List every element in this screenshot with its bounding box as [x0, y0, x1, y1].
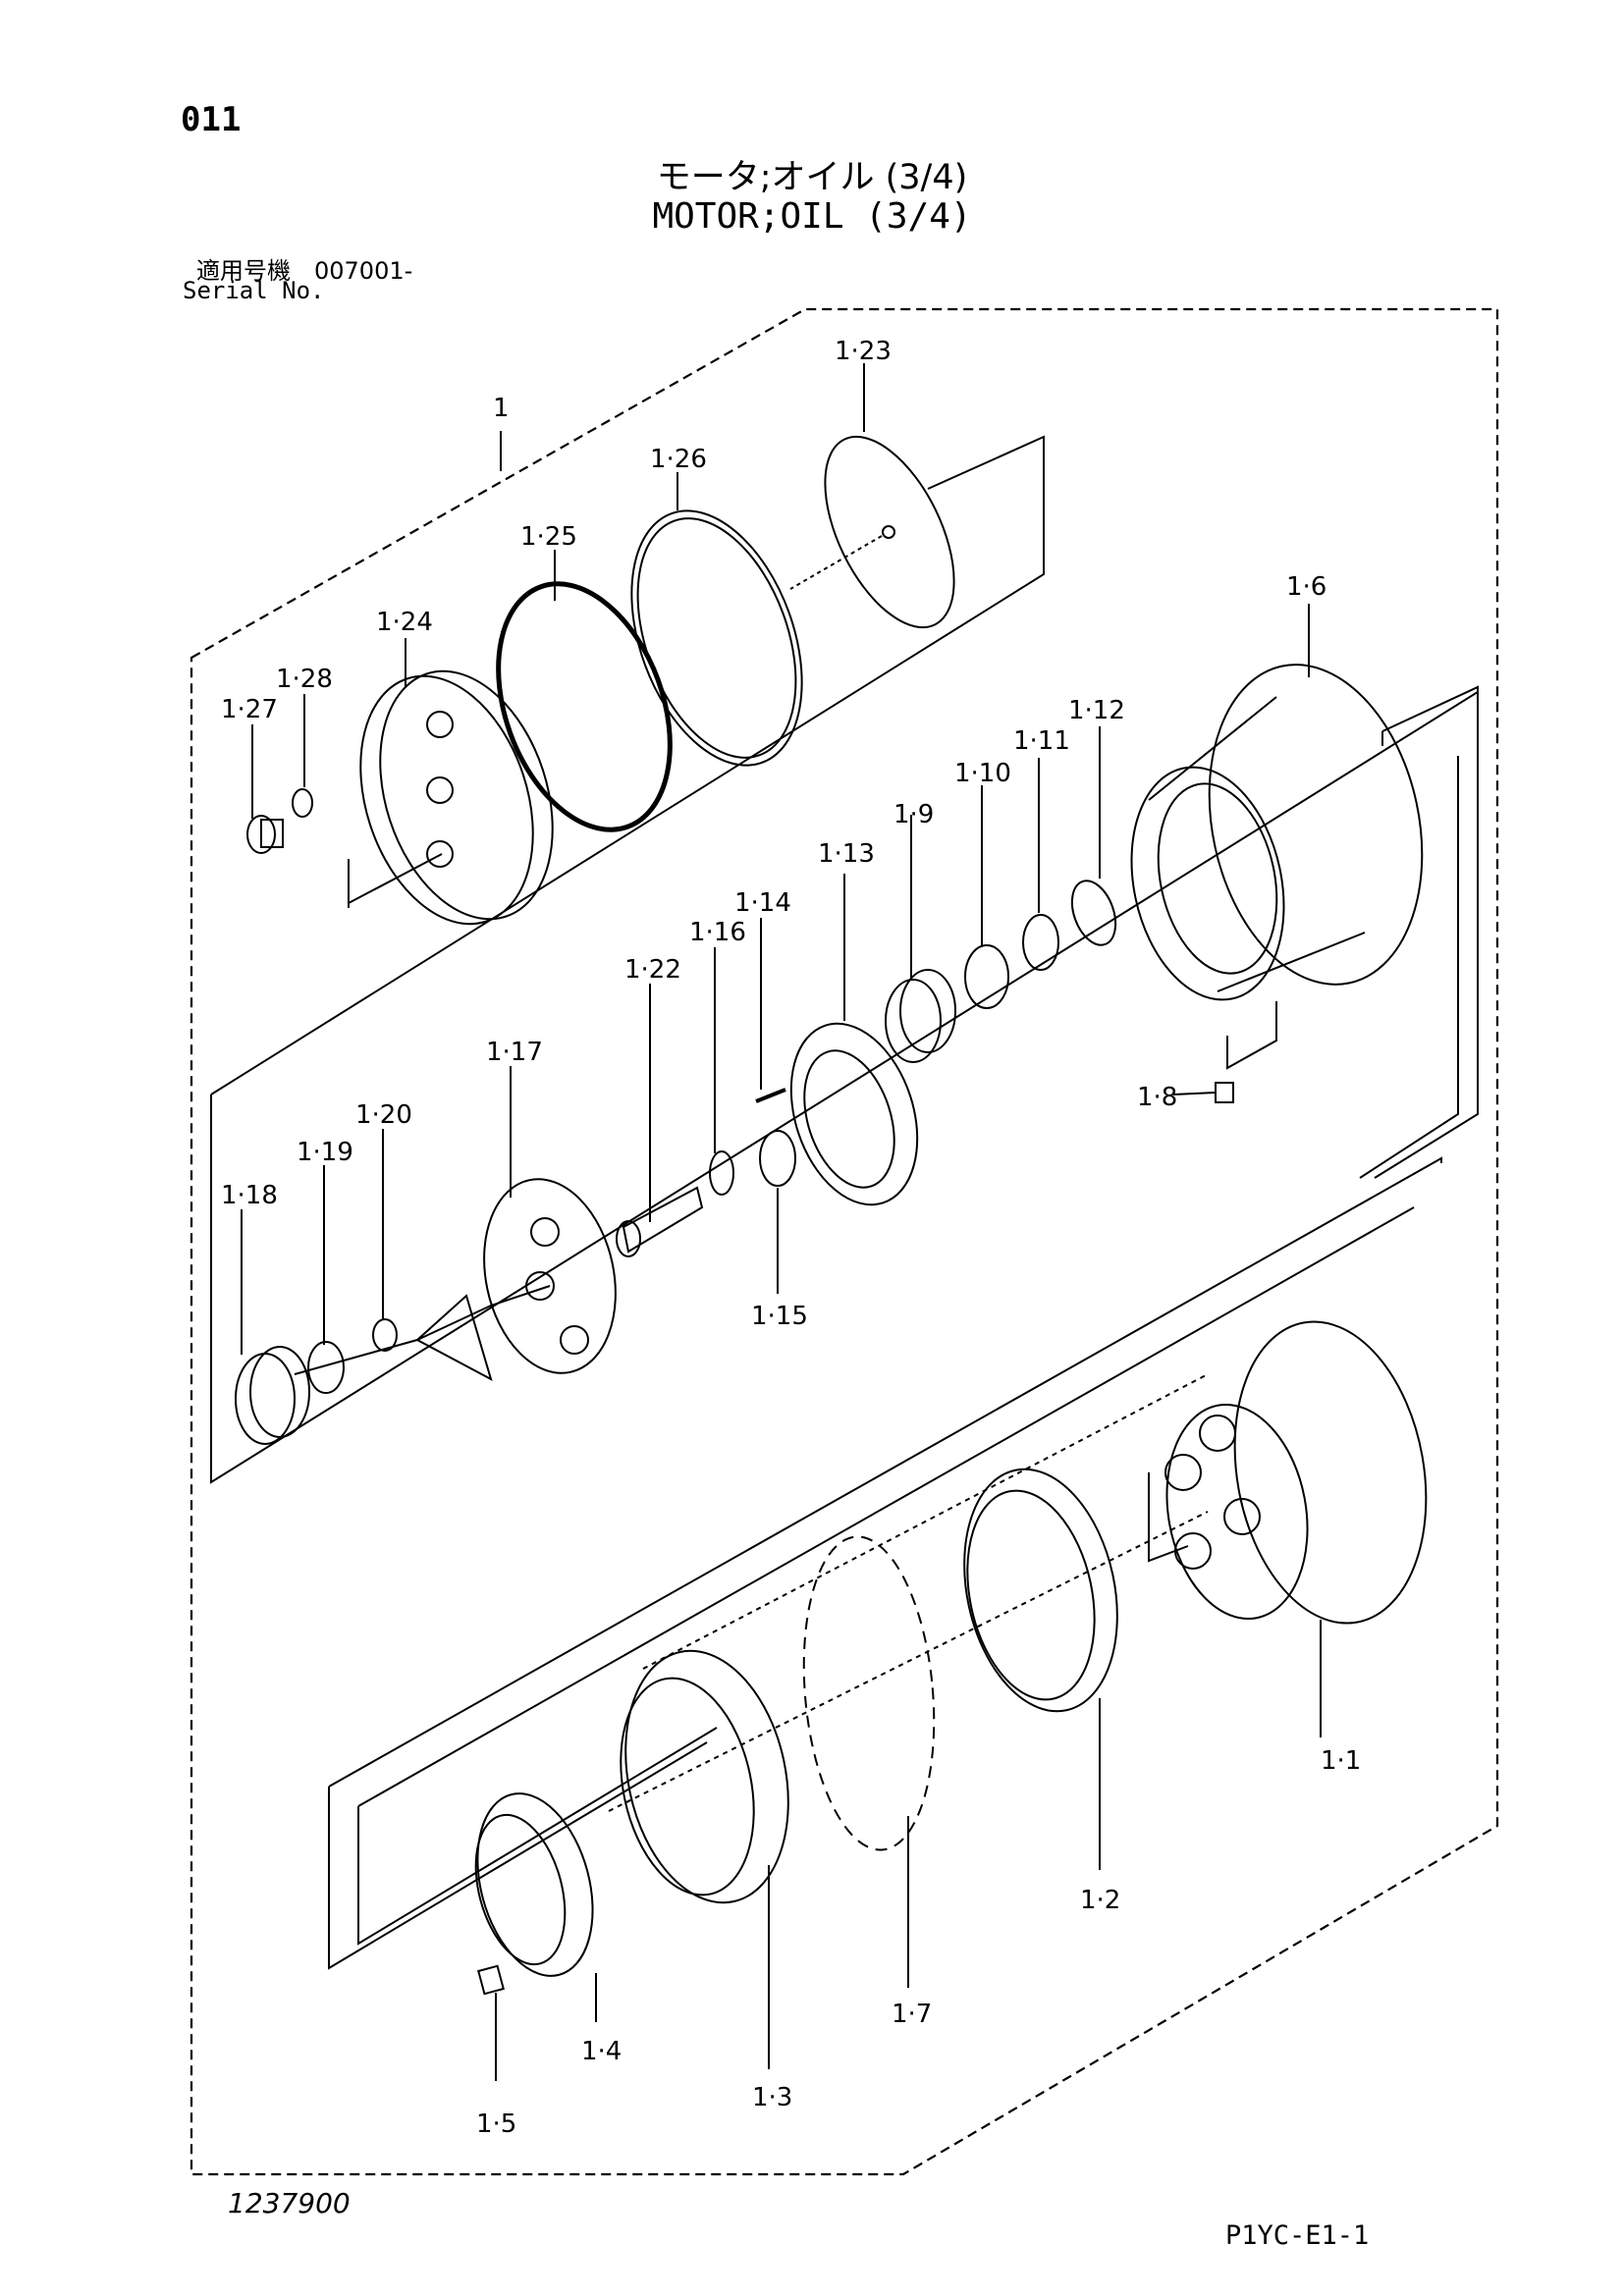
callout-1-20: 1·20 — [355, 1100, 412, 1130]
shaft-group-bracket — [210, 685, 1479, 1484]
sheet-code: P1YC-E1-1 — [1225, 2220, 1370, 2251]
ring-gear — [963, 1468, 1118, 1713]
callout-1-24: 1·24 — [376, 608, 433, 637]
callout-1-25: 1·25 — [520, 522, 577, 552]
snap-ring — [630, 509, 803, 767]
seal-ring — [1070, 880, 1117, 946]
callout-1-15: 1·15 — [751, 1302, 808, 1331]
shaft-group-bracket-right — [1374, 692, 1479, 1179]
small-o-ring — [292, 788, 313, 818]
callout-1-13: 1·13 — [818, 839, 875, 869]
serial-label-japanese: 適用号機 007001- — [196, 257, 413, 285]
page-code: 011 — [181, 100, 242, 139]
callout-1-23: 1·23 — [835, 337, 892, 366]
pin — [372, 1318, 398, 1352]
drain-plug — [1215, 1082, 1234, 1103]
screw — [755, 1088, 786, 1103]
callout-1-1: 1·1 — [1321, 1746, 1361, 1776]
callout-1-14: 1·14 — [734, 888, 791, 918]
planet-bearing — [307, 1341, 345, 1394]
motor-flange — [1233, 1320, 1428, 1625]
planet-carrier — [483, 1178, 617, 1374]
callout-1-19: 1·19 — [297, 1138, 353, 1167]
callout-1-8: 1·8 — [1137, 1083, 1177, 1112]
lower-group-bracket-left — [328, 1741, 708, 1970]
main-bearing — [624, 1649, 789, 1904]
callout-1-5: 1·5 — [476, 2109, 516, 2139]
retaining-ring — [709, 1150, 734, 1196]
housing-flange — [1208, 664, 1424, 986]
callout-1-18: 1·18 — [221, 1181, 278, 1210]
callout-1-6: 1·6 — [1286, 572, 1326, 602]
lower-group-bracket — [328, 1156, 1442, 1788]
o-ring — [496, 581, 673, 832]
cover-plate — [824, 435, 955, 629]
assembly-boundary — [189, 307, 1499, 2176]
drive-gear — [885, 979, 942, 1063]
ring-nut — [476, 1792, 594, 1977]
thrust-plate — [789, 1022, 919, 1206]
callout-1-10: 1·10 — [954, 759, 1011, 788]
needle-bearing — [964, 944, 1009, 1009]
spline-shaft — [622, 1186, 704, 1254]
callout-1: 1 — [493, 394, 510, 423]
callout-1-16: 1·16 — [689, 918, 746, 947]
callout-1-22: 1·22 — [624, 955, 681, 985]
callout-1-2: 1·2 — [1080, 1886, 1120, 1915]
callout-1-12: 1·12 — [1068, 696, 1125, 725]
cover-group-bracket — [210, 435, 1045, 1095]
cover-plate-hole — [882, 525, 895, 539]
lower-group-bracket-inner — [357, 1727, 718, 1946]
title-japanese: モータ;オイル (3/4) — [656, 158, 968, 197]
callout-1-26: 1·26 — [650, 445, 707, 474]
set-screw — [477, 1964, 505, 1996]
callout-1-11: 1·11 — [1013, 726, 1070, 756]
callout-1-9: 1·9 — [893, 800, 934, 829]
cover — [359, 674, 534, 926]
title-english: MOTOR;OIL (3/4) — [652, 196, 972, 237]
callout-1-4: 1·4 — [581, 2037, 622, 2066]
serial-label-english: Serial No. — [183, 277, 325, 304]
callout-1-27: 1·27 — [221, 695, 278, 724]
drawing-number: 1237900 — [228, 2187, 351, 2219]
steel-ball-ring — [802, 1535, 936, 1851]
callout-1-17: 1·17 — [486, 1038, 543, 1067]
callout-1-28: 1·28 — [276, 665, 333, 694]
collar — [1022, 914, 1059, 971]
housing-group-bracket — [1359, 756, 1459, 1179]
callout-1-7: 1·7 — [892, 2000, 932, 2029]
plug — [246, 815, 276, 854]
lower-group-bracket-top — [357, 1206, 1415, 1807]
sun-gear — [759, 1130, 796, 1187]
callout-1-3: 1·3 — [752, 2083, 792, 2112]
